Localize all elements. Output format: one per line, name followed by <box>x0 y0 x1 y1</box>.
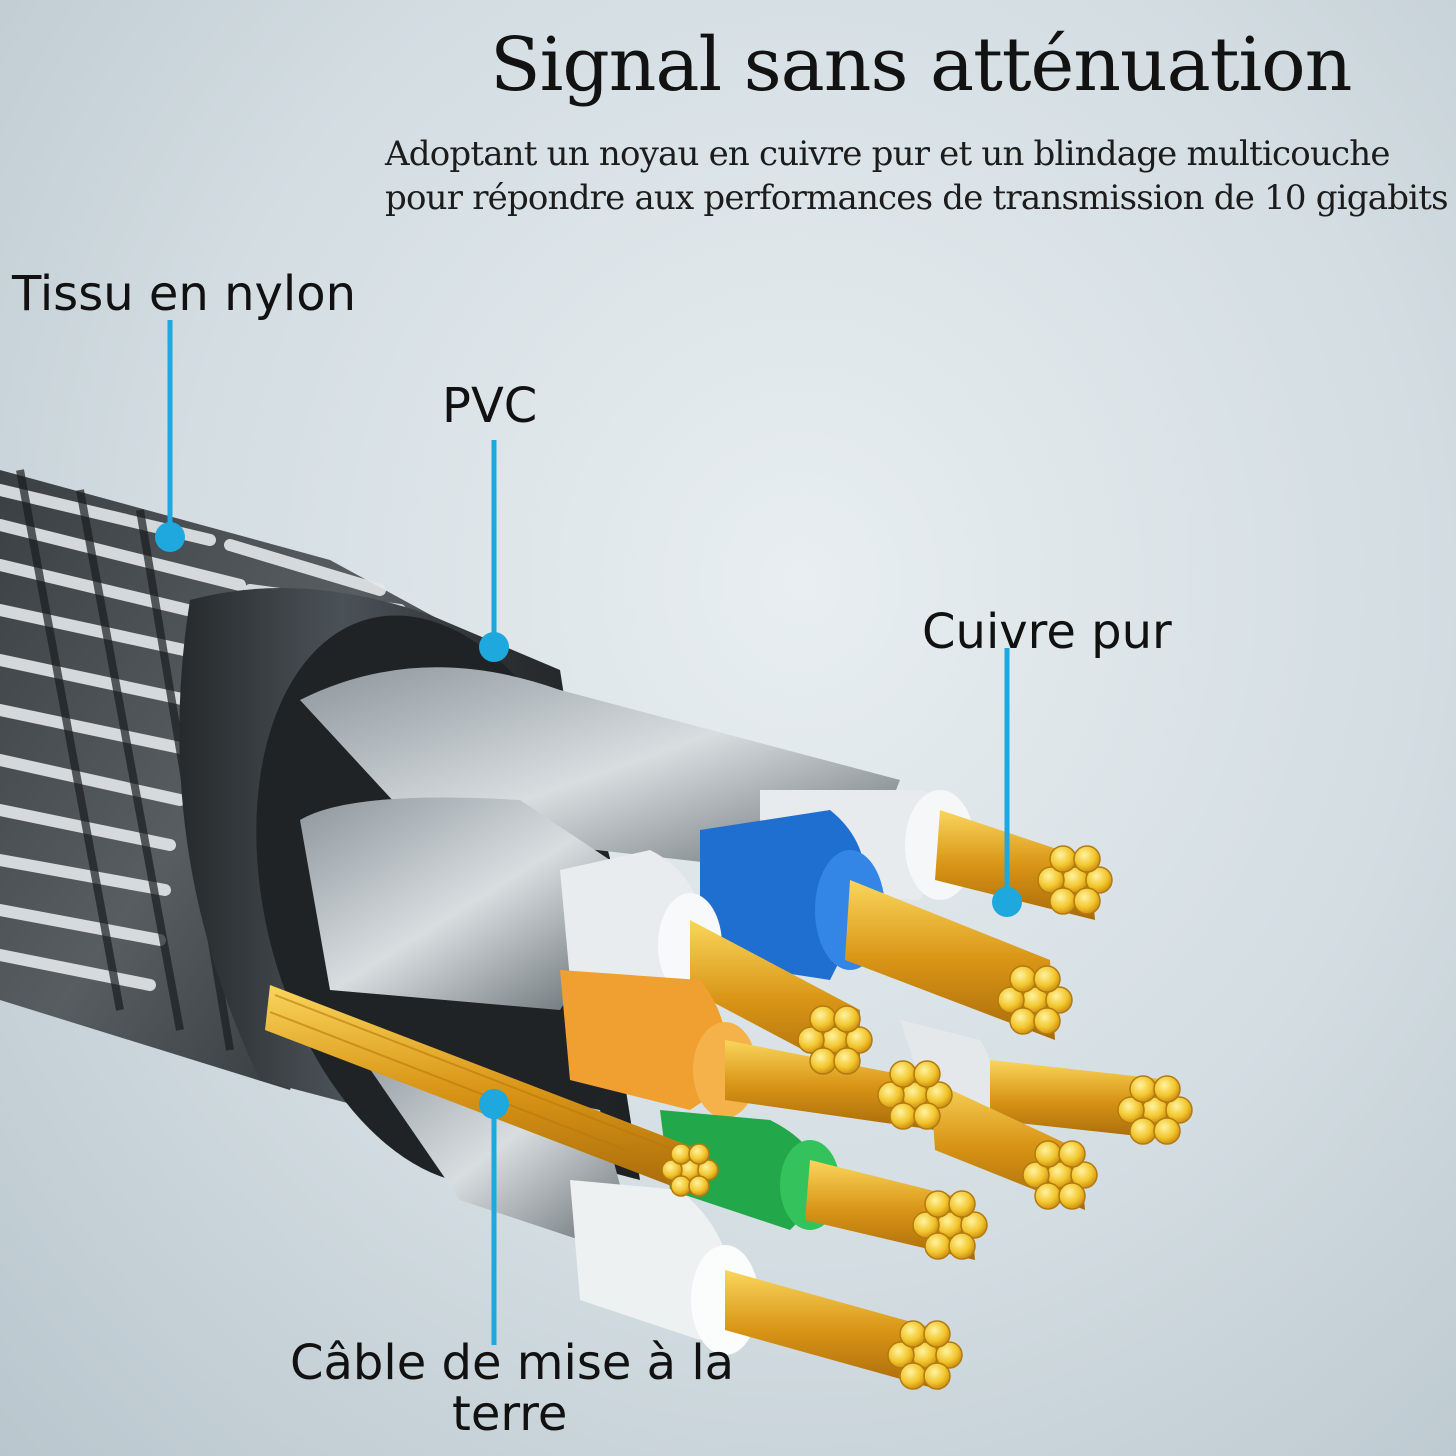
nylon-callout-dot <box>155 522 185 552</box>
label-nylon: Tissu en nylon <box>12 266 357 322</box>
subtitle-line-1: Adoptant un noyau en cuivre pur et un bl… <box>385 134 1391 174</box>
copper-callout-dot <box>992 887 1022 917</box>
page-title: Signal sans atténuation <box>490 22 1352 108</box>
callouts <box>155 320 1022 1345</box>
ground-callout-dot <box>479 1089 509 1119</box>
pvc-callout-dot <box>479 632 509 662</box>
subtitle-line-2: pour répondre aux performances de transm… <box>385 178 1449 218</box>
label-pvc: PVC <box>442 378 538 434</box>
copper-strand-tips <box>661 845 1193 1390</box>
label-copper: Cuivre pur <box>922 604 1172 660</box>
label-ground-line-2: terre <box>452 1386 568 1442</box>
label-ground-line-1: Câble de mise à la <box>290 1335 735 1391</box>
